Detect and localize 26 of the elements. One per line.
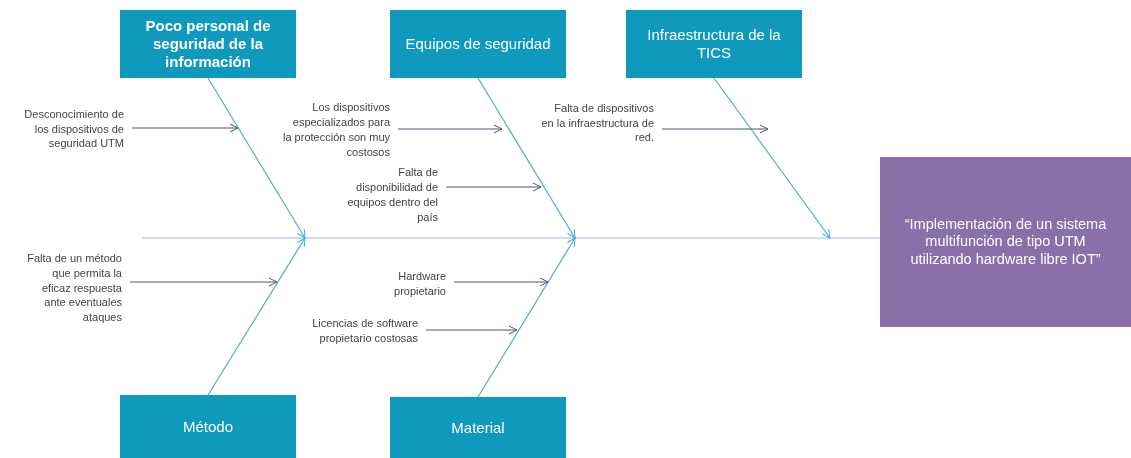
arrow xyxy=(477,77,576,239)
cause-text: Desconocimiento de los dispositivos de seguridad UTM xyxy=(12,106,124,152)
cause-text: Falta de un método que permita la eficaz respuesta ante eventuales ataques xyxy=(22,252,122,324)
cause-text: Hardware propietario xyxy=(384,268,446,300)
arrow xyxy=(207,237,306,396)
category-box: Poco personal de seguridad de la información xyxy=(120,10,296,78)
arrow xyxy=(397,124,503,134)
arrow xyxy=(661,124,769,134)
arrow xyxy=(425,325,518,335)
cause-text: Falta de disponibilidad de equipos dentro del país xyxy=(338,166,438,224)
category-box: Infraestructura de la TICS xyxy=(626,10,802,78)
cause-text: Los dispositivos especializados para la protección son muy costosos xyxy=(282,100,390,160)
cause-text: Falta de dispositivos en la infraestructura de red. xyxy=(540,100,654,146)
category-box: Método xyxy=(120,395,296,458)
arrow xyxy=(131,123,239,133)
cause-text: Licencias de software propietario costosas xyxy=(306,308,418,354)
arrow xyxy=(207,77,306,239)
category-box: Material xyxy=(390,397,566,458)
arrow xyxy=(453,277,549,287)
category-box: Equipos de seguridad xyxy=(390,10,566,78)
arrow xyxy=(445,182,542,192)
spine-line xyxy=(141,237,881,239)
arrow xyxy=(713,77,831,239)
arrow xyxy=(477,237,576,398)
arrow xyxy=(129,277,278,287)
effect-box: “Implementación de un sistema multifunción de tipo UTM utilizando hardware libre IOT” xyxy=(880,157,1131,327)
